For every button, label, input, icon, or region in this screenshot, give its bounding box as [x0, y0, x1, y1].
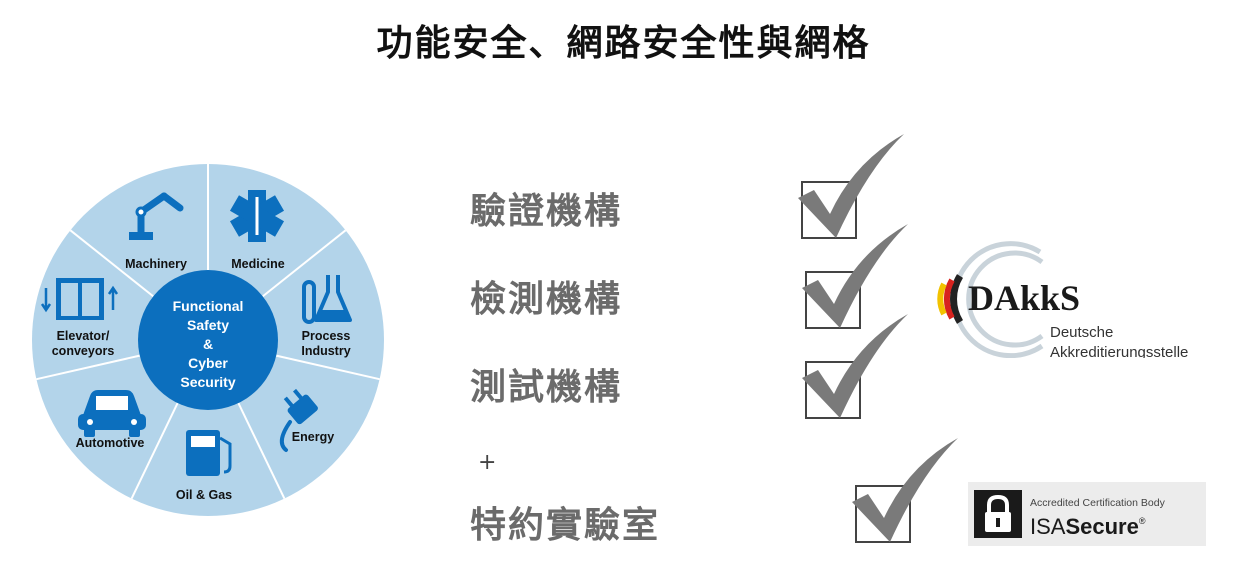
checkbox-checked-icon — [798, 134, 904, 239]
dakks-line2: Akkreditierungsstelle — [1050, 344, 1188, 358]
center-line: & — [203, 336, 213, 352]
robot-arm-icon — [129, 192, 184, 240]
isa-brand-b: Secure — [1065, 514, 1138, 539]
isa-reg: ® — [1139, 516, 1146, 526]
medical-star-icon — [229, 190, 285, 242]
sector-label-medicine: Medicine — [231, 257, 285, 271]
row-label-certification-body: 驗證機構 — [470, 191, 623, 232]
isa-top-text: Accredited Certification Body — [1030, 497, 1166, 509]
flask-icon — [302, 275, 352, 324]
elevator-icon — [40, 278, 119, 320]
center-line: Security — [180, 374, 235, 390]
sector-label-process: Process — [302, 329, 351, 343]
plus-sign: + — [478, 450, 497, 475]
sector-label-elevator: Elevator/ — [57, 329, 110, 343]
row-label-contracted-lab: 特約實驗室 — [470, 505, 661, 546]
car-icon — [78, 390, 146, 437]
isa-brand: ISASecure® — [1030, 514, 1146, 539]
center-line: Functional — [173, 298, 244, 314]
checkbox-checked-icon — [802, 224, 908, 329]
dakks-line1: Deutsche — [1050, 324, 1113, 341]
fuel-pump-icon — [186, 430, 232, 476]
checkbox-checked-icon — [852, 438, 958, 543]
wheel-center — [138, 270, 278, 410]
sector-label-conveyors: conveyors — [52, 344, 115, 358]
checkbox-checked-icon — [802, 314, 908, 419]
page-title: 功能安全、網路安全性與網格 — [376, 23, 871, 64]
sector-label-energy: Energy — [292, 430, 334, 444]
plug-icon — [279, 388, 318, 452]
industry-wheel: Functional Safety & Cyber Security Machi… — [32, 164, 384, 516]
sector-label-industry: Industry — [301, 344, 350, 358]
isa-brand-a: ISA — [1030, 514, 1066, 539]
padlock-icon — [974, 490, 1022, 538]
sector-label-automotive: Automotive — [76, 436, 145, 450]
sector-label-oil-gas: Oil & Gas — [176, 488, 232, 502]
wheel-dividers — [36, 164, 380, 500]
row-label-testing-body: 測試機構 — [470, 367, 623, 408]
center-label: Functional Safety & Cyber Security — [173, 298, 244, 390]
isasecure-logo: Accredited Certification Body ISASecure® — [968, 482, 1206, 546]
sector-label-machinery: Machinery — [125, 257, 187, 271]
dakks-emblem-icon — [937, 241, 1044, 358]
center-line: Safety — [187, 317, 229, 333]
dakks-name: DAkkS — [968, 278, 1080, 318]
dakks-logo: DAkkS Deutsche Akkreditierungsstelle — [937, 241, 1188, 358]
row-label-inspection-body: 檢測機構 — [470, 279, 623, 320]
center-line: Cyber — [188, 355, 228, 371]
